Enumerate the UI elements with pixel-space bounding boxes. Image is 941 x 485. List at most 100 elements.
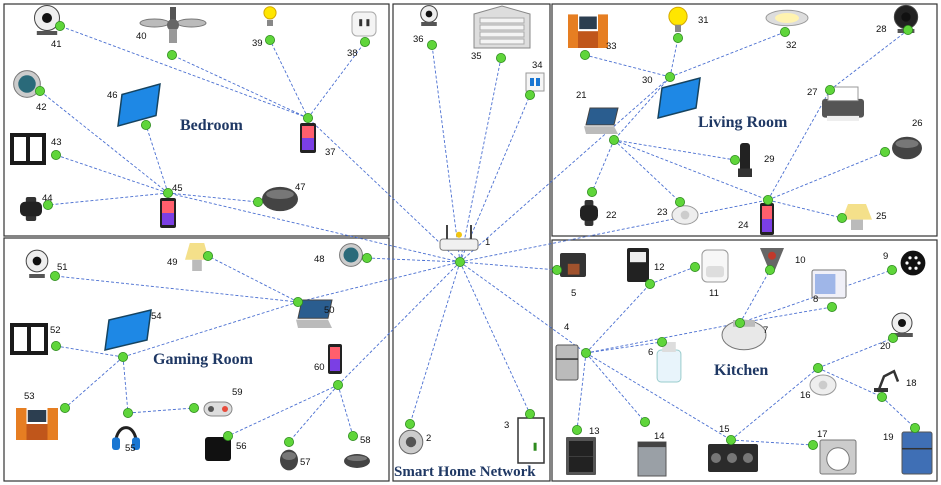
connection-line-15-17 [730, 439, 814, 446]
connection-line-16-20 [817, 337, 894, 369]
device-node-48 [361, 252, 372, 263]
humidifier-icon [656, 342, 682, 383]
device-node-5 [552, 264, 563, 275]
device-node-38 [359, 37, 370, 48]
connection-line-1-24 [459, 199, 769, 263]
ceiling-fan-icon [139, 7, 207, 43]
device-node-45 [162, 187, 173, 198]
device-node-3 [525, 408, 536, 419]
device-label-5: 5 [571, 288, 576, 299]
device-node-10 [765, 264, 776, 275]
smartphone-icon [300, 123, 316, 153]
connection-line-1-37 [307, 117, 461, 263]
tv-icon [117, 82, 161, 128]
device-label-60: 60 [314, 362, 325, 373]
device-node-32 [780, 26, 791, 37]
smart-lamp-icon [185, 243, 209, 271]
device-node-6 [657, 336, 668, 347]
device-node-35 [495, 53, 506, 64]
device-label-9: 9 [883, 251, 888, 262]
device-label-14: 14 [654, 431, 665, 442]
connection-line-37-41 [59, 25, 309, 119]
device-node-11 [690, 261, 701, 272]
headphones-icon [112, 426, 140, 450]
device-node-13 [572, 424, 583, 435]
device-label-45: 45 [172, 183, 183, 194]
device-label-6: 6 [648, 347, 653, 358]
fire-sprinkler-icon [760, 248, 784, 270]
connection-line-16-18 [817, 367, 883, 398]
security-camera-icon [25, 249, 49, 278]
kitchen-title: Kitchen [714, 362, 768, 379]
device-label-10: 10 [795, 255, 806, 266]
device-label-47: 47 [295, 182, 306, 193]
smart-lamp-icon [842, 204, 872, 230]
smartphone-icon [328, 344, 342, 374]
connection-line-45-43 [55, 154, 169, 194]
device-label-54: 54 [151, 311, 162, 322]
device-label-53: 53 [24, 391, 35, 402]
dishwasher-icon [637, 441, 667, 477]
device-node-22 [587, 186, 598, 197]
light-bulb-icon [263, 6, 277, 26]
connection-line-21-23 [613, 139, 681, 203]
device-node-1 [454, 256, 465, 267]
device-node-17 [808, 439, 819, 450]
device-label-27: 27 [807, 87, 818, 98]
entertainment-center-icon [568, 14, 608, 48]
device-label-37: 37 [325, 147, 336, 158]
game-controller-icon [203, 401, 233, 417]
device-label-25: 25 [876, 211, 887, 222]
network-title: Smart Home Network [394, 464, 536, 480]
outdoor-camera-icon [420, 5, 438, 26]
fridge-icon [901, 431, 933, 475]
connection-line-21-29 [613, 139, 736, 161]
device-label-52: 52 [50, 325, 61, 336]
device-label-19: 19 [883, 432, 894, 443]
device-label-24: 24 [738, 220, 749, 231]
device-node-29 [730, 154, 741, 165]
device-label-7: 7 [763, 325, 768, 336]
device-label-3: 3 [504, 420, 509, 431]
connection-line-4-14 [585, 352, 646, 423]
connection-line-12-11 [649, 266, 696, 285]
connection-line-50-49 [207, 255, 299, 303]
gaming-room-frame [3, 237, 390, 482]
device-label-15: 15 [719, 424, 730, 435]
device-node-43 [51, 149, 62, 160]
device-node-40 [166, 50, 177, 61]
device-label-43: 43 [51, 137, 62, 148]
coffee-maker-icon [560, 253, 586, 277]
connection-line-1-60 [337, 261, 461, 386]
device-label-28: 28 [876, 24, 887, 35]
garage-door-icon [473, 5, 531, 49]
smart-window-icon [10, 323, 48, 355]
device-label-55: 55 [125, 443, 136, 454]
device-label-34: 34 [532, 60, 543, 71]
device-node-8 [827, 301, 838, 312]
device-node-46 [140, 120, 151, 131]
device-node-16 [813, 362, 824, 373]
device-node-18 [877, 391, 888, 402]
device-label-59: 59 [232, 387, 243, 398]
device-label-41: 41 [51, 39, 62, 50]
device-label-17: 17 [817, 429, 828, 440]
device-label-30: 30 [642, 75, 653, 86]
gaming-room-title: Gaming Room [153, 351, 254, 368]
connection-line-24-27 [767, 89, 831, 201]
device-label-21: 21 [576, 90, 587, 101]
device-label-48: 48 [314, 254, 325, 265]
device-label-18: 18 [906, 378, 917, 389]
cordless-phone-icon [738, 143, 752, 177]
connection-line-45-44 [47, 192, 169, 206]
device-node-58 [347, 430, 358, 441]
refrigerator-icon [555, 344, 579, 381]
connection-line-54-53 [64, 356, 124, 409]
device-node-27 [825, 85, 836, 96]
device-label-49: 49 [167, 257, 178, 268]
device-label-44: 44 [42, 193, 53, 204]
smart-speaker-icon [344, 454, 370, 468]
device-node-7 [735, 317, 746, 328]
robot-arm-icon [874, 369, 900, 393]
